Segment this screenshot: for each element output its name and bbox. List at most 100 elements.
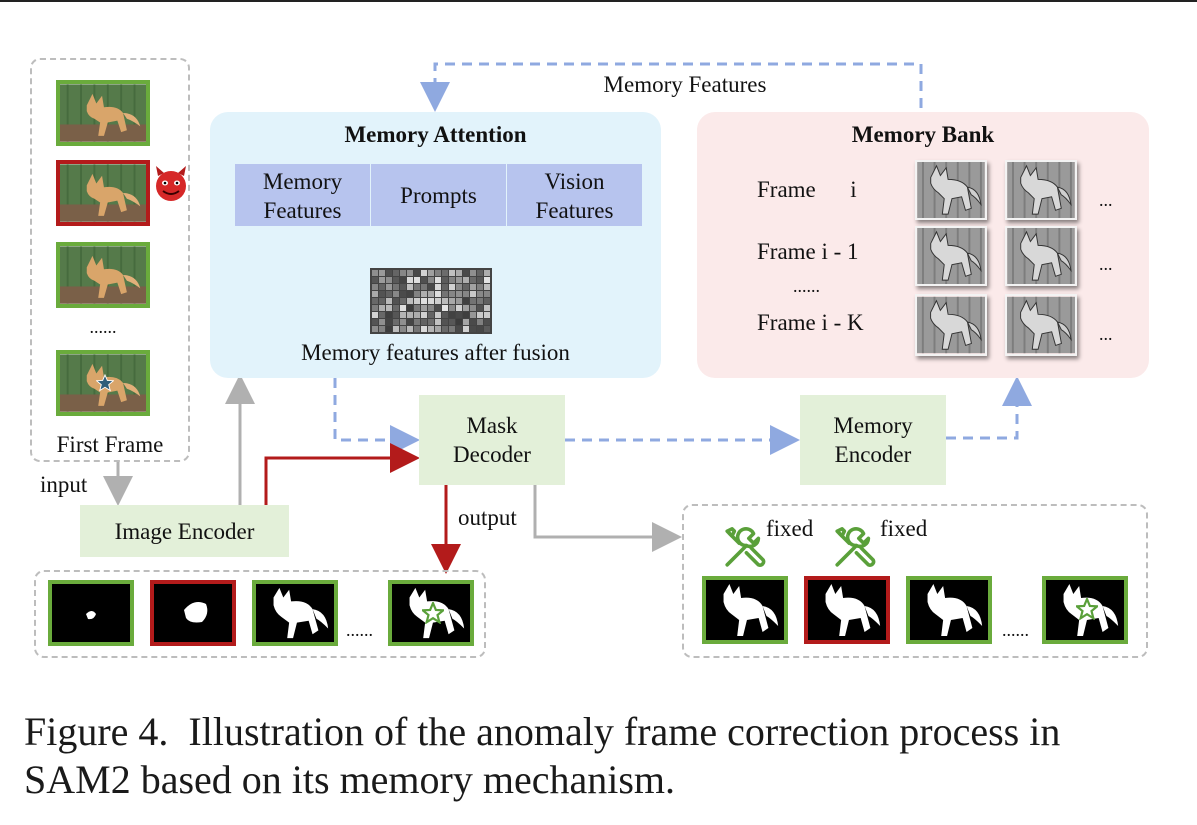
feature-map-cell — [386, 277, 392, 283]
feature-map-cell — [449, 291, 455, 297]
feature-map-cell — [477, 270, 483, 276]
feature-map-cell — [400, 319, 406, 325]
feature-map-cell — [393, 284, 399, 290]
feature-map-cell — [372, 277, 378, 283]
feature-map-cell — [484, 312, 490, 318]
initial-output-masks-panel: ...... — [34, 570, 486, 658]
feature-map-cell — [449, 319, 455, 325]
feature-map-cell — [449, 326, 455, 332]
feature-map-cell — [400, 270, 406, 276]
frame-thumbnail — [56, 242, 150, 308]
wrench-icon — [830, 524, 878, 572]
feature-map-cell — [393, 305, 399, 311]
bank-row-ellipsis: ... — [1099, 190, 1113, 210]
feature-map-cell — [407, 305, 413, 311]
prompts-box: Prompts — [371, 164, 506, 226]
star-icon — [96, 374, 114, 392]
feature-map-cell — [449, 270, 455, 276]
input-frames-panel: ...... First Frame — [30, 58, 190, 462]
caption-line-1: Figure 4. Illustration of the anomaly fr… — [24, 709, 1061, 754]
memory-frame-thumbnail — [915, 160, 987, 220]
mask-decoder-line2: Decoder — [453, 442, 531, 467]
feature-map-cell — [463, 277, 469, 283]
memory-features-arrow-label: Memory Features — [603, 72, 767, 97]
feature-map-cell — [449, 312, 455, 318]
feature-map-cell — [400, 298, 406, 304]
fox-frame-image — [60, 84, 146, 142]
feature-map-cell — [484, 298, 490, 304]
feature-map-cell — [442, 284, 448, 290]
feature-map-cell — [386, 326, 392, 332]
memory-frame-thumbnail — [1005, 160, 1077, 220]
feature-map-cell — [421, 298, 427, 304]
feature-map-cell — [428, 326, 434, 332]
memory-frame-thumbnail — [1005, 226, 1077, 286]
memory-attention-title: Memory Attention — [344, 122, 527, 147]
memory-features-line2: Features — [263, 198, 342, 223]
feature-map-cell — [421, 326, 427, 332]
feature-map-cell — [407, 291, 413, 297]
feature-map-cell — [484, 305, 490, 311]
feature-map-cell — [421, 319, 427, 325]
feature-map-cell — [421, 305, 427, 311]
feature-map-cell — [463, 298, 469, 304]
star-icon — [422, 602, 444, 624]
vision-features-box: Vision Features — [507, 164, 642, 226]
attention-to-decoder-arrow — [333, 378, 420, 455]
feature-map-cell — [386, 270, 392, 276]
fox-mask-image — [256, 584, 334, 642]
feature-map-cell — [400, 291, 406, 297]
feature-map-cell — [414, 326, 420, 332]
feature-map-cell — [421, 277, 427, 283]
fused-feature-map — [370, 268, 492, 334]
feature-map-cell — [421, 284, 427, 290]
feature-map-cell — [421, 270, 427, 276]
fox-gray-image — [917, 162, 985, 218]
fusion-label: Memory features after fusion — [301, 340, 570, 365]
first-frame-mask-thumbnail — [1042, 576, 1128, 644]
feature-map-cell — [379, 284, 385, 290]
decoder-to-fixed-arrow — [533, 485, 682, 552]
feature-map-cell — [428, 298, 434, 304]
feature-map-cell — [414, 298, 420, 304]
feature-map-cell — [428, 270, 434, 276]
feature-map-cell — [484, 326, 490, 332]
feature-map-cell — [456, 270, 462, 276]
feature-map-cell — [386, 298, 392, 304]
frame-thumbnail — [56, 80, 150, 146]
corrected-masks-panel: fixed fixed ...... — [682, 504, 1148, 658]
feature-map-cell — [407, 319, 413, 325]
feature-map-cell — [400, 277, 406, 283]
feature-map-cell — [379, 312, 385, 318]
feature-map-cell — [414, 277, 420, 283]
image-encoder-box: Image Encoder — [80, 505, 289, 557]
bank-row-ellipsis: ... — [1099, 324, 1113, 344]
top-border-line — [0, 0, 1197, 2]
feature-map-cell — [463, 312, 469, 318]
feature-map-cell — [379, 291, 385, 297]
feature-map-cell — [449, 298, 455, 304]
feature-map-cell — [372, 326, 378, 332]
encoder-to-decoder-arrow — [264, 443, 420, 505]
feature-map-cell — [449, 277, 455, 283]
memory-frame-thumbnail — [915, 226, 987, 286]
feature-map-cell — [484, 270, 490, 276]
fox-mask-image — [808, 580, 886, 640]
feature-map-cell — [442, 291, 448, 297]
feature-map-cell — [435, 291, 441, 297]
memory-bank-title: Memory Bank — [851, 122, 995, 147]
feature-map-cell — [463, 319, 469, 325]
feature-map-cell — [372, 291, 378, 297]
feature-map-cell — [435, 312, 441, 318]
feature-map-cell — [470, 270, 476, 276]
memory-features-box: Memory Features — [235, 164, 370, 226]
feature-map-cell — [470, 305, 476, 311]
feature-map-cell — [435, 319, 441, 325]
output-label: output — [458, 505, 517, 530]
feature-map-cell — [393, 277, 399, 283]
feature-map-cell — [407, 270, 413, 276]
fox-frame-image — [60, 246, 146, 304]
memory-encoder-line2: Encoder — [834, 442, 912, 467]
feature-map-cell — [393, 319, 399, 325]
prompts-label: Prompts — [400, 183, 477, 208]
